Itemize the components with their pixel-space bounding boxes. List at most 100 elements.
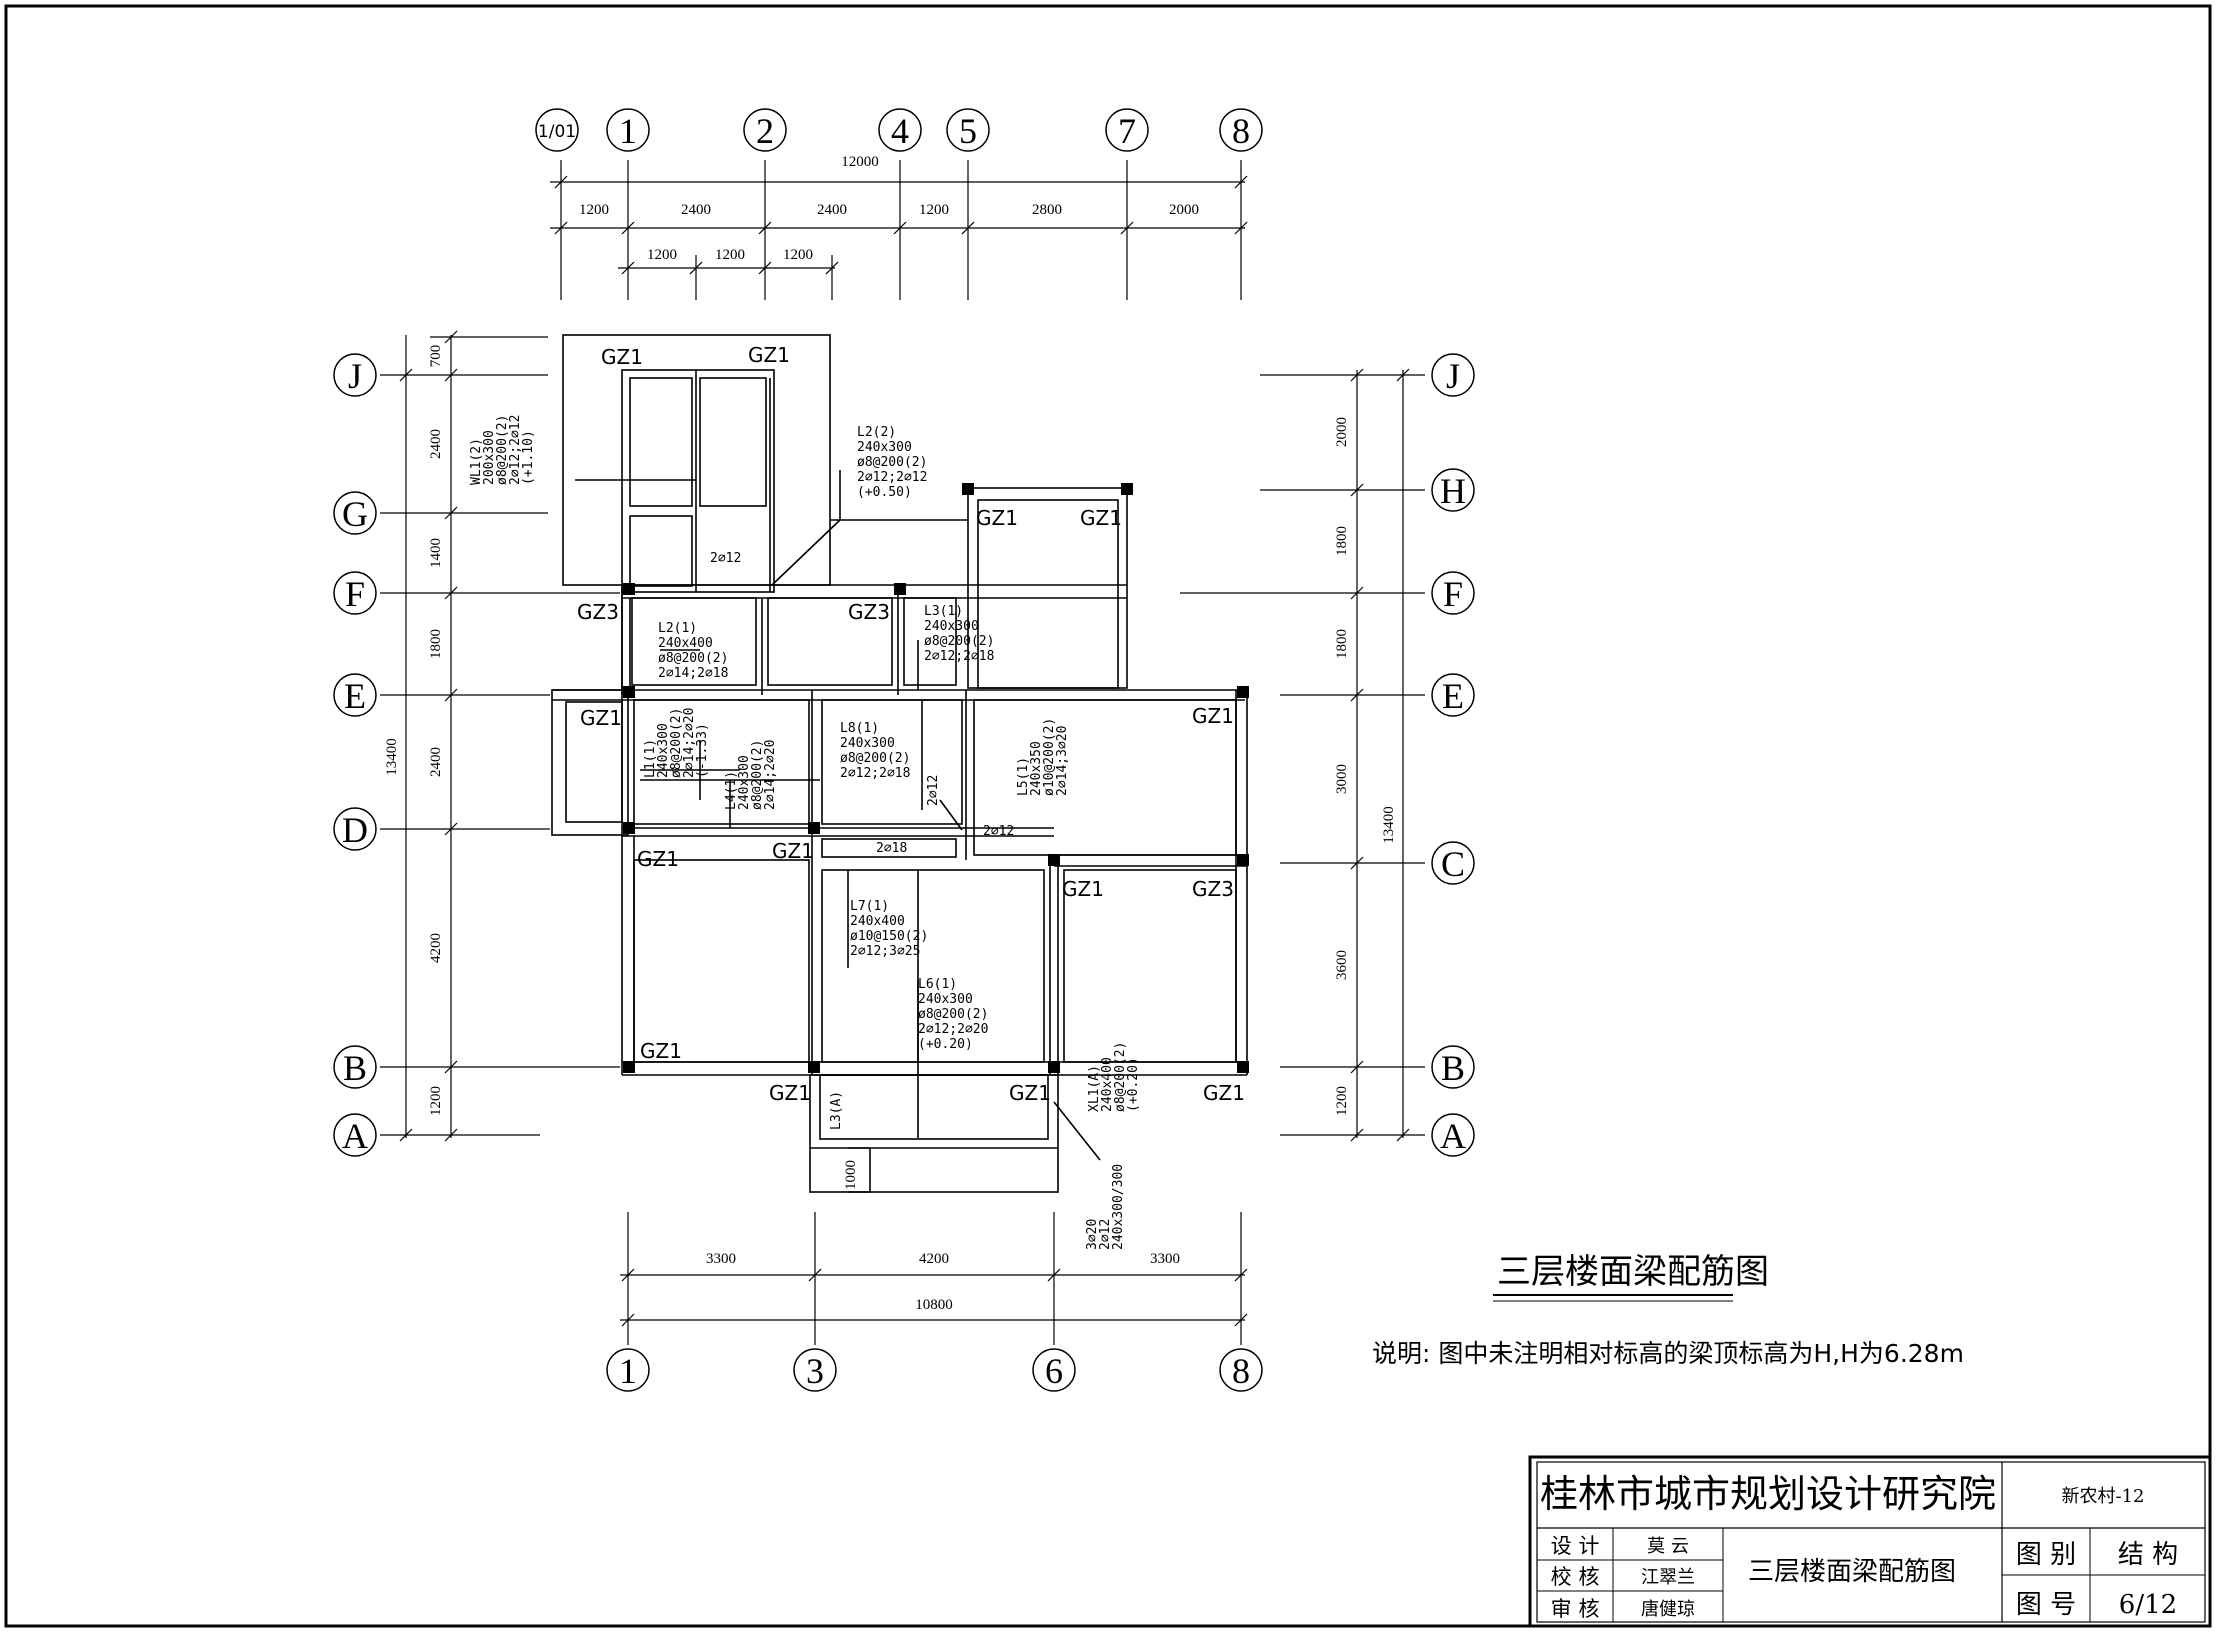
review-label: 审 核 — [1551, 1597, 1600, 1621]
beam-label: XL1(A) — [1087, 1065, 1102, 1112]
design-label: 设 计 — [1551, 1534, 1600, 1558]
column-label: GZ1 — [640, 1039, 682, 1063]
axis-top-1: 1 — [619, 111, 637, 151]
dim-right-2: 1800 — [1334, 526, 1350, 556]
beam-label: L7(1) — [850, 899, 889, 914]
beam-xl1: XL1(A) 240x400 ø8@200(2) (+0.20) — [1087, 1042, 1141, 1112]
design-name: 莫 云 — [1647, 1536, 1689, 1557]
dim-left-5: 2400 — [428, 747, 444, 777]
column-label: GZ1 — [1203, 1081, 1245, 1105]
dim-top-2: 2400 — [681, 202, 711, 218]
dim-left-7: 1200 — [428, 1086, 444, 1116]
beam-label: L2(2) — [857, 425, 896, 440]
column-label: GZ1 — [1080, 506, 1122, 530]
beam-label: ø8@200(2) — [669, 708, 684, 778]
number-value: 6/12 — [2119, 1590, 2177, 1620]
beam-label: 2⌀12;2⌀12 — [857, 470, 927, 485]
column-label: GZ1 — [580, 706, 622, 730]
dim-left-3: 1400 — [428, 538, 444, 568]
beam-l3a-label: L3(A) — [829, 1091, 844, 1130]
axis-right-c: C — [1441, 844, 1465, 884]
dim-left-4: 1800 — [428, 629, 444, 659]
column-label: GZ1 — [772, 839, 814, 863]
beam-label: 240x300 — [840, 736, 895, 751]
beam-label: ø8@200(2) — [750, 740, 765, 810]
column-label: GZ3 — [848, 600, 890, 624]
column-label: GZ1 — [637, 847, 679, 871]
column-label: GZ1 — [976, 506, 1018, 530]
category-label: 图 别 — [2016, 1540, 2076, 1570]
dim-top-4: 1200 — [919, 202, 949, 218]
beam-label: 240x300/300 — [1111, 1164, 1126, 1250]
title-block — [1528, 1455, 2212, 1628]
axis-left-g: G — [342, 494, 368, 534]
dim-right-5: 3600 — [1334, 950, 1350, 980]
axis-top-5: 5 — [959, 111, 977, 151]
beam-plan — [551, 334, 1248, 1193]
beam-label: (+1.10) — [521, 430, 536, 485]
xl-bars: 3⌀20 2⌀12 240x300/300 — [1085, 1164, 1126, 1250]
beam-label: WL1(2) — [469, 438, 484, 485]
axis-left-d: D — [342, 810, 368, 850]
dim-top-sub-1: 1200 — [647, 247, 677, 263]
bar-2-12-vertical-label: 2⌀12 — [926, 775, 941, 806]
beam-l1: L1(1) 240x300 ø8@200(2) 2⌀14;2⌀20 (-1.33… — [643, 708, 710, 778]
beam-label: L6(1) — [918, 977, 957, 992]
column-label: GZ1 — [1192, 704, 1234, 728]
dim-top-1: 1200 — [579, 202, 609, 218]
beam-label: (-1.33) — [695, 723, 710, 778]
axis-top-8: 8 — [1232, 111, 1250, 151]
beam-label: (+0.20) — [1126, 1057, 1141, 1112]
dim-right-6: 1200 — [1334, 1086, 1350, 1116]
axis-bottom-1: 1 — [619, 1351, 637, 1391]
column-label: GZ3 — [577, 600, 619, 624]
beam-label: ø8@200(2) — [1113, 1042, 1128, 1112]
bottom-axis-bubbles — [606, 1348, 1263, 1392]
beam-label: L2(1) — [658, 621, 697, 636]
axis-right-j: J — [1446, 356, 1460, 396]
beam-l5: L5(1) 240x350 ø10@200(2) 2⌀14;3⌀20 — [1016, 718, 1070, 796]
beam-label: L3(1) — [924, 604, 963, 619]
right-axis-bubbles — [1431, 353, 1475, 1157]
column-label: GZ1 — [601, 345, 643, 369]
beam-label: L1(1) — [643, 739, 658, 778]
check-name: 江翠兰 — [1641, 1567, 1695, 1588]
dim-right-1: 2000 — [1334, 417, 1350, 447]
bottom-dimensions — [620, 1212, 1248, 1345]
axis-bottom-8: 8 — [1232, 1351, 1250, 1391]
axis-bottom-3: 3 — [806, 1351, 824, 1391]
beam-label: 2⌀14;2⌀20 — [682, 708, 697, 778]
project-code: 新农村-12 — [2062, 1486, 2145, 1507]
right-dimensions — [1180, 368, 1425, 1142]
beam-label: 240x350 — [1029, 741, 1044, 796]
beam-label: ø10@200(2) — [1042, 718, 1057, 796]
dim-top-sub-2: 1200 — [715, 247, 745, 263]
axis-right-f: F — [1443, 574, 1463, 614]
beam-l4: L4(1) 240x300 ø8@200(2) 2⌀14;2⌀20 — [724, 740, 778, 810]
beam-label: (+0.50) — [857, 485, 912, 500]
beam-label: ø8@200(2) — [658, 651, 728, 666]
dim-top-sub-3: 1200 — [783, 247, 813, 263]
institute-name: 桂林市城市规划设计研究院 — [1540, 1472, 1996, 1516]
number-label: 图 号 — [2016, 1590, 2076, 1620]
axis-left-j: J — [348, 356, 362, 396]
beam-l2b: L2(1) 240x400 ø8@200(2) 2⌀14;2⌀18 — [658, 621, 728, 681]
beam-l8: L8(1) 240x300 ø8@200(2) 2⌀12;2⌀18 — [840, 721, 910, 781]
beam-label: 240x300 — [737, 755, 752, 810]
drawing-title: 三层楼面梁配筋图 — [1497, 1252, 1769, 1292]
review-name: 唐健琼 — [1641, 1599, 1695, 1620]
beam-label: (+0.20) — [918, 1037, 973, 1052]
beam-label: 2⌀12;2⌀18 — [924, 649, 994, 664]
axis-top-2: 2 — [756, 111, 774, 151]
bar-2-12-label: 2⌀12 — [983, 824, 1014, 839]
axis-left-a: A — [342, 1116, 368, 1156]
beam-l2a: L2(2) 240x300 ø8@200(2) 2⌀12;2⌀12 (+0.50… — [857, 425, 927, 500]
column-label: GZ1 — [748, 343, 790, 367]
beam-label: 3⌀20 — [1085, 1219, 1100, 1250]
axis-top-4: 4 — [891, 111, 909, 151]
beam-label: 2⌀12;2⌀20 — [918, 1022, 988, 1037]
sheet-border — [4, 4, 2212, 1628]
beam-wl1: WL1(2) 200x300 ø8@200(2) 2⌀12;2⌀12 (+1.1… — [469, 415, 536, 485]
left-dimensions — [380, 330, 620, 1142]
dim-right-3: 1800 — [1334, 629, 1350, 659]
